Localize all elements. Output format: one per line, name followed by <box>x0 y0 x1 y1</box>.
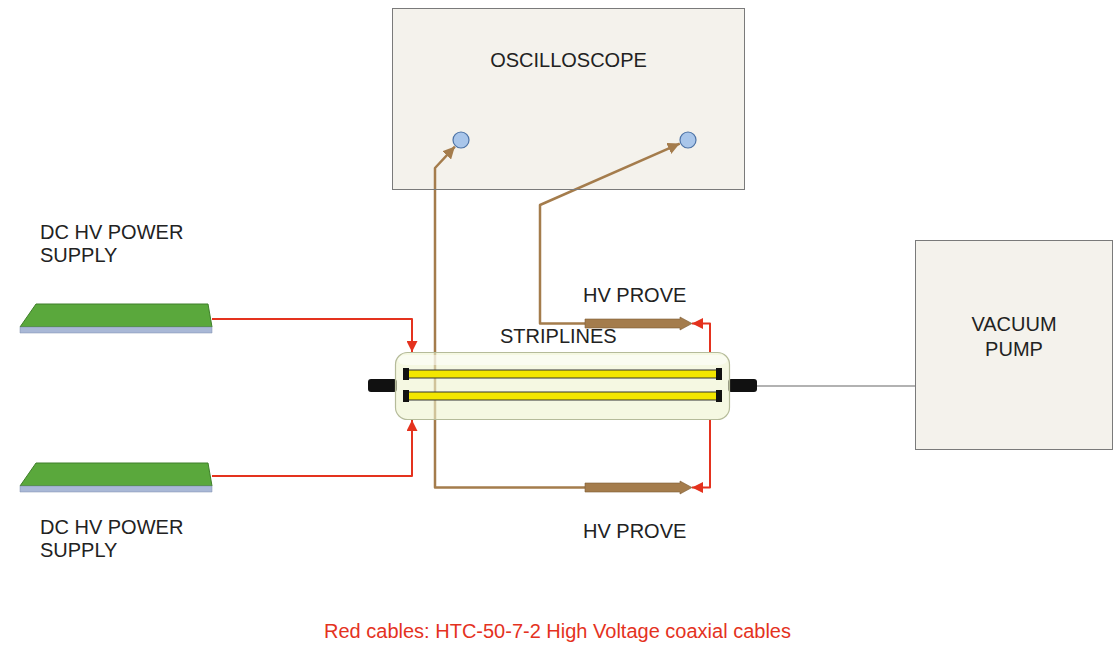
cable <box>757 385 915 387</box>
slab-shape <box>20 303 212 335</box>
cable <box>435 147 585 488</box>
scope-input <box>680 132 696 148</box>
cable <box>212 420 412 476</box>
striplines-tube: STRIPLINES <box>395 352 730 420</box>
cable <box>692 324 710 353</box>
vacuum-pump-box: VACUUM PUMP <box>915 240 1113 450</box>
power-supply: DC HV POWER SUPPLY <box>20 303 212 335</box>
node-label: OSCILLOSCOPE <box>490 49 647 72</box>
scope-input <box>453 132 469 148</box>
caption: Red cables: HTC-50-7-2 High Voltage coax… <box>0 620 1115 643</box>
hv-probe: HV PROVE <box>585 481 692 494</box>
probe-shape <box>585 481 692 494</box>
node-label: HV PROVE <box>583 284 686 307</box>
oscilloscope-box: OSCILLOSCOPE <box>392 8 745 190</box>
node-label: VACUUM PUMP <box>949 312 1079 362</box>
node-label: STRIPLINES <box>500 325 617 348</box>
node-label: DC HV POWER SUPPLY <box>40 516 212 562</box>
box-fill <box>392 8 745 190</box>
node-label: HV PROVE <box>583 520 686 543</box>
slab-shape <box>20 462 212 494</box>
power-supply: DC HV POWER SUPPLY <box>20 462 212 494</box>
box-fill <box>915 240 1113 450</box>
cable <box>212 319 412 352</box>
tube-shape <box>395 352 730 420</box>
cable <box>692 420 710 488</box>
node-label: DC HV POWER SUPPLY <box>40 221 212 267</box>
